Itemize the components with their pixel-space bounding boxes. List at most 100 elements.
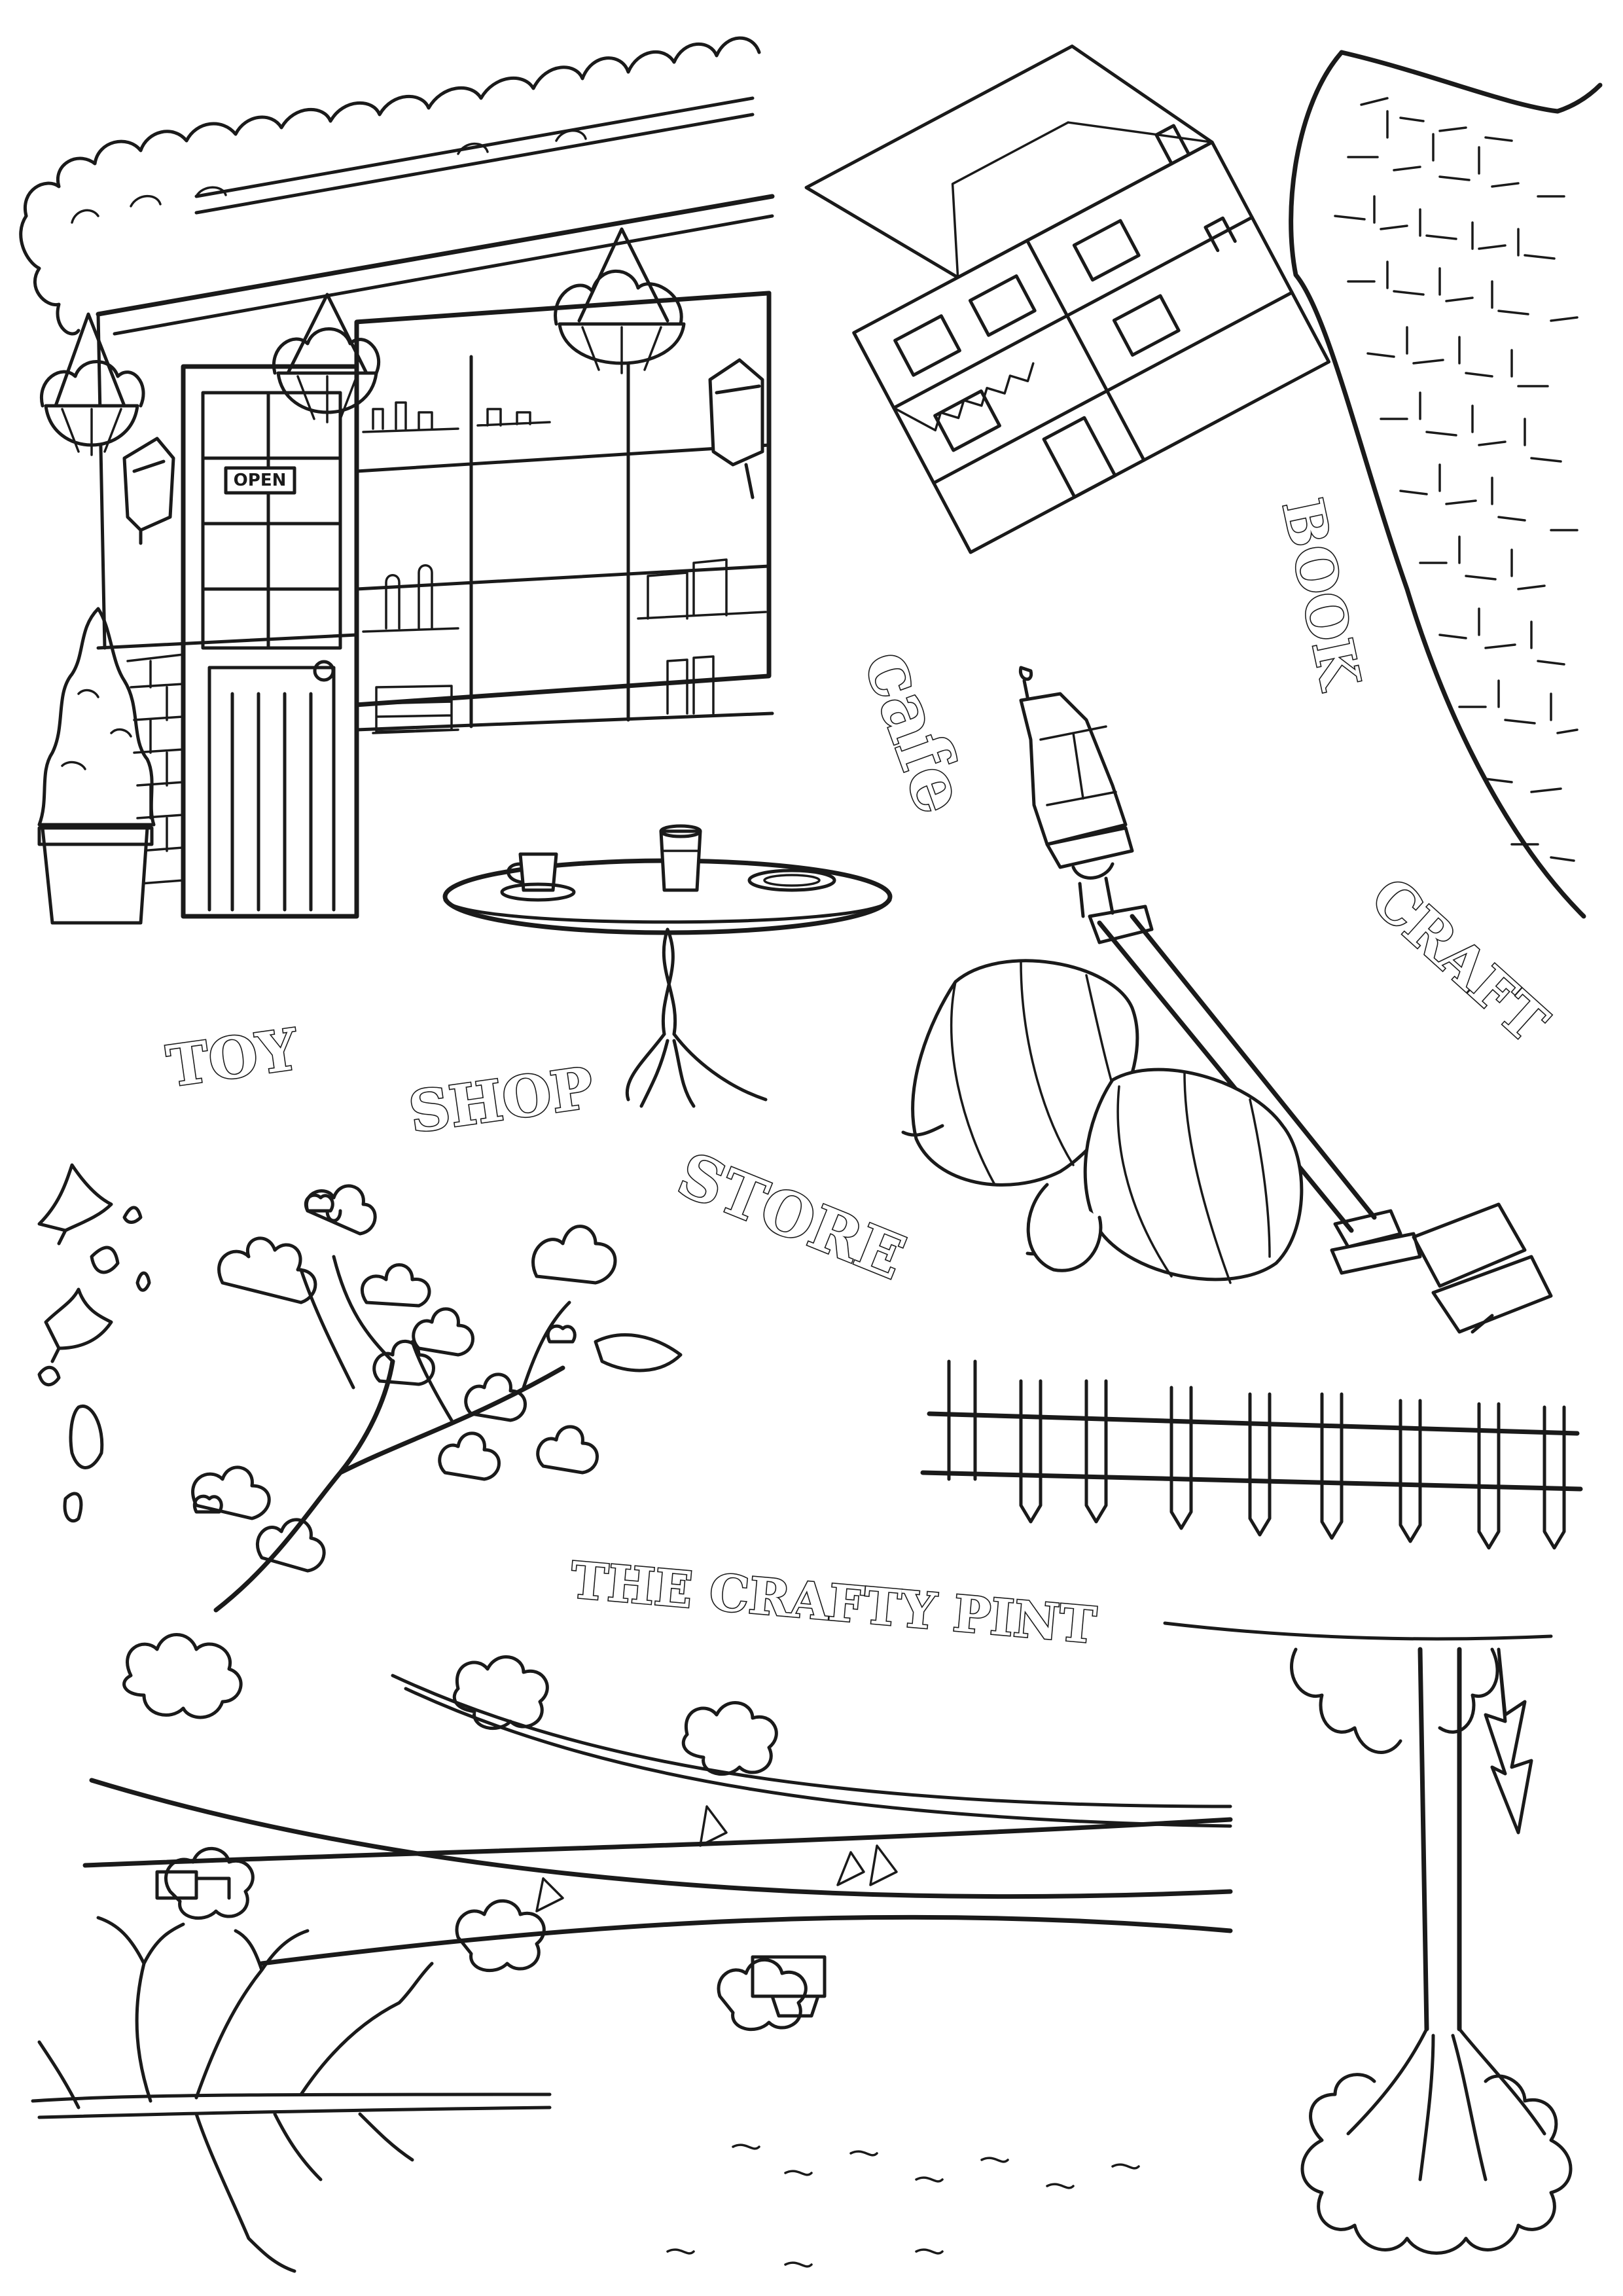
coffee-cup	[500, 852, 576, 902]
house-window-5	[1112, 294, 1181, 357]
open-sign-board	[224, 466, 296, 495]
tree-trunk	[1418, 1647, 1462, 2032]
word-craft: CRAFT	[1359, 865, 1560, 1054]
canopy-foliage	[122, 1633, 808, 2032]
lamp-glass-panes	[1039, 725, 1117, 806]
oak-side-twigs	[299, 1255, 571, 1422]
house-awning	[892, 362, 1035, 432]
ground-tufts	[666, 2144, 1140, 2268]
lamp-neck	[1071, 862, 1115, 918]
light-string-3	[259, 1914, 1233, 1966]
lamp-post	[1097, 914, 1377, 1233]
pumpkin-right	[1083, 1067, 1304, 1282]
upside-down-tree-illustration	[1163, 1621, 1573, 2255]
hedge-left-drop	[19, 214, 80, 336]
leaf-2	[122, 1206, 143, 1224]
chimney-2	[1204, 216, 1237, 253]
table-feet	[625, 1032, 768, 1108]
house-door	[1042, 416, 1117, 499]
tree-top-line	[1163, 1621, 1553, 1641]
fascia-left-edge	[96, 312, 107, 650]
lamp-ring-upper	[1088, 905, 1154, 944]
oak-leaves	[191, 1184, 683, 1573]
lamp-ring-lower	[1330, 1209, 1422, 1275]
leaf-4	[44, 1287, 113, 1363]
word-store: STORE	[669, 1139, 915, 1293]
fence-rail-upper	[927, 1411, 1580, 1436]
path-left-edge	[1289, 50, 1586, 919]
wall-lantern-left	[122, 437, 175, 545]
leaf-6	[37, 1365, 61, 1387]
hanging-basket-right	[554, 227, 686, 374]
leaf-8	[63, 1492, 83, 1523]
acorns	[193, 1193, 577, 1514]
street-lamp-illustration	[1018, 666, 1553, 1334]
light-string-1	[89, 1778, 1233, 1899]
door-knob	[313, 660, 335, 682]
word-book: BOOK	[1270, 493, 1373, 696]
house-floor-lines	[892, 215, 1294, 485]
table-top-rim	[443, 898, 892, 924]
shelf-items-books	[372, 655, 715, 734]
open-sign-text: OPEN	[234, 471, 287, 490]
cobblestones	[1334, 97, 1578, 862]
bare-branch-twigs	[37, 1916, 434, 2273]
string-lights-canopy-illustration	[82, 1633, 1233, 2268]
wall-lantern-right	[708, 358, 764, 499]
lamp-collar	[1045, 826, 1134, 869]
word-toy: TOY	[163, 1016, 303, 1100]
shop-door-frame	[181, 364, 359, 919]
lamp-finial	[1018, 666, 1033, 699]
hanging-lantern-2	[751, 1955, 827, 2018]
shelf-items-top	[362, 401, 551, 433]
hanging-basket-left	[39, 312, 145, 456]
light-string-2	[82, 1817, 1233, 1868]
hanging-basket-middle	[272, 293, 381, 423]
fascia-top	[96, 194, 775, 317]
oak-branch-illustration	[191, 1184, 683, 1613]
pumpkin-right-ribs	[1116, 1072, 1271, 1284]
leaf-5	[135, 1271, 151, 1292]
pumpkin-back	[1026, 1183, 1103, 1272]
hedge-outline	[23, 36, 761, 218]
bunting-flags	[535, 1805, 898, 1912]
shop-window-mullions	[355, 348, 771, 728]
hedge-inner-bumps	[71, 129, 587, 224]
door-lower-panel	[207, 666, 336, 912]
tree-roots	[1346, 2027, 1546, 2181]
tree-hanging-pennant	[1484, 1647, 1533, 1835]
light-string-4	[391, 1674, 1232, 1828]
shelf-items-middle	[362, 558, 767, 633]
tree-top-foliage	[1290, 1647, 1499, 1754]
cobbled-path-illustration	[1289, 50, 1603, 919]
hanging-lantern-1	[155, 1870, 231, 1900]
house-window-3	[1072, 219, 1141, 282]
path-top-edge	[1339, 50, 1603, 114]
chimney-1	[1154, 124, 1191, 166]
word-cafe: cafe	[848, 638, 985, 824]
house-window-2	[968, 274, 1037, 337]
plate	[747, 869, 836, 892]
leaf-7	[69, 1404, 104, 1469]
leaf-1	[37, 1163, 113, 1246]
sill-line	[96, 633, 774, 732]
house-window-4	[933, 389, 1001, 452]
oak-main-branch	[213, 1359, 565, 1613]
house-front-wall	[852, 140, 1331, 554]
house-window-1	[893, 314, 961, 377]
door-glazing	[201, 391, 342, 650]
pumpkins-illustration	[901, 959, 1304, 1284]
fence-pickets	[947, 1359, 1566, 1550]
fence-railing-illustration	[920, 1359, 1583, 1550]
glass-of-drink	[659, 824, 702, 892]
roof-hip-lines	[951, 121, 1213, 279]
lamp-base	[1412, 1202, 1553, 1334]
bare-branch-illustration	[31, 1916, 552, 2273]
bare-branch-main	[31, 2092, 552, 2119]
lamp-head	[1019, 692, 1128, 846]
word-shop: SHOP	[405, 1054, 597, 1145]
tilted-house-illustration	[804, 45, 1331, 554]
tree-bottom-foliage	[1300, 2073, 1573, 2255]
shopfront-illustration: OPEN	[19, 36, 775, 925]
